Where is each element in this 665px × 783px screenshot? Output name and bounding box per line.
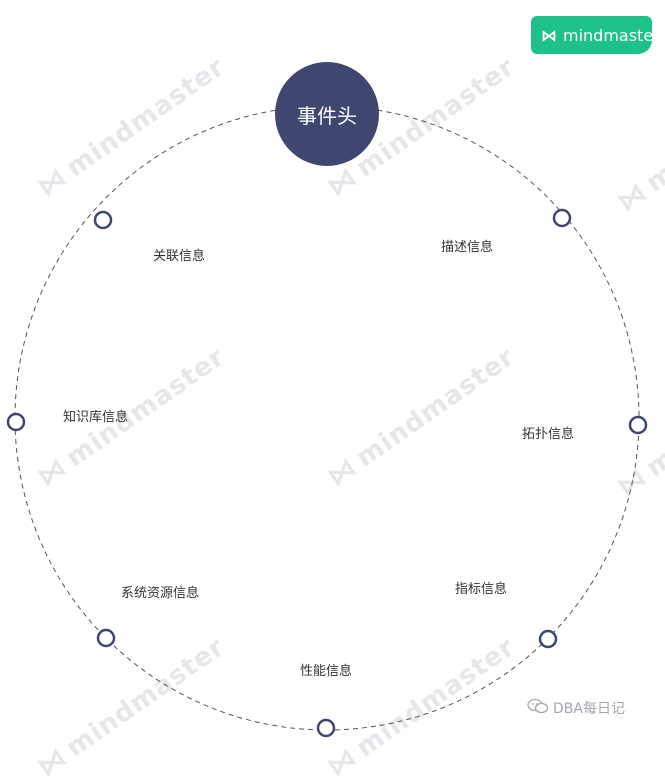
node-label-performance[interactable]: 性能信息	[300, 664, 353, 679]
center-node-label: 事件头	[297, 103, 357, 128]
brand-name: mindmaster	[563, 25, 660, 45]
node-marker-system-resources	[96, 628, 116, 648]
mindmaster-logo-icon: ⋈	[541, 25, 557, 45]
footer-credit: DBA每日记	[527, 698, 625, 718]
node-label-topology[interactable]: 拓扑信息	[522, 427, 575, 442]
node-marker-topology	[628, 415, 648, 435]
node-label-metrics[interactable]: 指标信息	[455, 582, 508, 597]
diagram-canvas: ⋈mindmaster ⋈mindmaster ⋈mindmaster ⋈min…	[6, 16, 665, 783]
footer-text: DBA每日记	[553, 701, 625, 717]
node-label-system-resources[interactable]: 系统资源信息	[121, 586, 200, 601]
node-label-description[interactable]: 描述信息	[441, 240, 494, 255]
wechat-icon	[527, 698, 549, 718]
node-label-related[interactable]: 关联信息	[153, 249, 206, 264]
node-marker-description	[552, 208, 572, 228]
node-label-knowledge-base[interactable]: 知识库信息	[63, 410, 129, 425]
mindmaster-brand-badge: ⋈ mindmaster	[531, 16, 660, 54]
node-marker-related	[93, 210, 113, 230]
node-marker-metrics	[538, 629, 558, 649]
center-node[interactable]: 事件头	[275, 62, 379, 166]
node-marker-performance	[316, 718, 336, 738]
node-marker-knowledge-base	[6, 412, 26, 432]
